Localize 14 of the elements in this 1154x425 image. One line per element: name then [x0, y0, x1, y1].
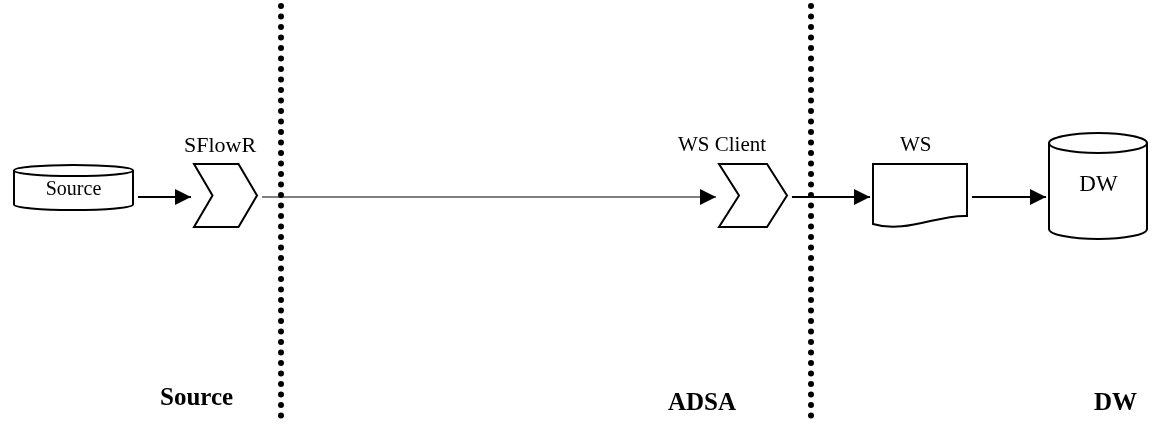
database-cylinder [13, 165, 134, 211]
zone-label: DW [1094, 388, 1138, 416]
arrow [971, 189, 1047, 205]
arrow [791, 189, 871, 205]
zone-label: ADSA [668, 388, 737, 416]
arrow [137, 189, 192, 205]
node-label: DW [1078, 171, 1119, 197]
node-label: WS [900, 132, 932, 157]
node-label: Source [44, 177, 103, 200]
arrow [261, 189, 717, 205]
node-label: SFlowR [184, 132, 257, 158]
node-label: WS Client [678, 132, 767, 157]
zone-label: Source [160, 383, 234, 411]
database-cylinder [1048, 133, 1149, 241]
